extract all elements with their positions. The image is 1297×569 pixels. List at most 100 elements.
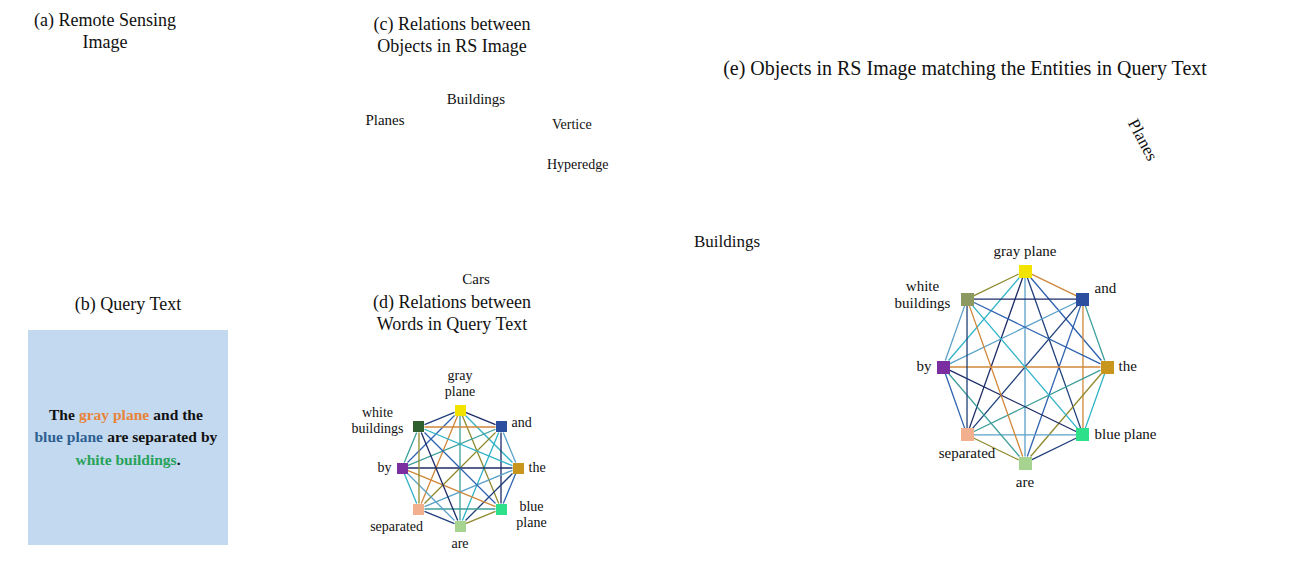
hyperedge-label: Planes bbox=[365, 111, 404, 129]
annotation: Hyperedge bbox=[547, 157, 608, 174]
word-vertex: separated bbox=[413, 504, 424, 515]
relation-edge bbox=[950, 302, 1077, 364]
object-glyph bbox=[500, 232, 510, 248]
word-label: the bbox=[529, 460, 546, 476]
hyperedge-label: Cars bbox=[462, 270, 490, 288]
image-road bbox=[28, 150, 230, 155]
query-sentence: Thegray planeand theblue planeare separa… bbox=[33, 404, 223, 471]
word-vertex: the bbox=[513, 463, 524, 474]
image-building bbox=[140, 73, 182, 105]
image-lot bbox=[188, 70, 228, 106]
word-label: and bbox=[512, 415, 532, 431]
word-vertex: white buildings bbox=[413, 421, 424, 432]
word-label: and bbox=[1094, 280, 1116, 297]
image-plane bbox=[170, 165, 230, 236]
remote-sensing-image bbox=[28, 68, 230, 270]
object-thumbnail bbox=[1149, 359, 1201, 411]
annotation: Vertice bbox=[552, 117, 592, 134]
word-label: gray plane bbox=[440, 368, 480, 400]
region-fill bbox=[990, 102, 1241, 469]
relation-edge bbox=[969, 306, 1022, 457]
hyperedge: Cars bbox=[415, 214, 537, 266]
word-vertex: gray plane bbox=[1019, 265, 1032, 278]
object-glyph bbox=[483, 147, 512, 177]
leader-arrowhead bbox=[539, 127, 548, 134]
object-glyph bbox=[710, 390, 749, 432]
relation-edge bbox=[404, 474, 416, 504]
hyperedge: Buildings bbox=[417, 112, 535, 210]
object-glyph bbox=[717, 284, 748, 319]
word-vertex: by bbox=[397, 463, 408, 474]
word-vertex: the bbox=[1101, 361, 1114, 374]
word-vertex: white buildings bbox=[961, 293, 974, 306]
relation-edge bbox=[424, 429, 512, 465]
object-thumbnail bbox=[430, 127, 464, 161]
building-box bbox=[150, 210, 180, 240]
image-car bbox=[115, 236, 121, 245]
object-thumbnail bbox=[751, 332, 803, 384]
relation-edge bbox=[945, 306, 964, 361]
relation-edge bbox=[1032, 438, 1077, 460]
leader-arrowhead bbox=[537, 166, 545, 172]
word-label: blue plane bbox=[512, 499, 552, 531]
object-thumbnail bbox=[1152, 157, 1208, 213]
hyperedge-region: Buildings bbox=[652, 140, 997, 520]
query-word: blue plane bbox=[34, 426, 102, 448]
hyperedge-ellipse bbox=[355, 135, 416, 260]
panel-caption: (a) Remote Sensing Image bbox=[20, 10, 190, 53]
word-label: white buildings bbox=[346, 405, 408, 437]
object-thumbnail bbox=[432, 223, 466, 257]
relation-edge bbox=[418, 432, 419, 503]
leader-line bbox=[530, 169, 538, 171]
word-vertex: blue plane bbox=[496, 504, 507, 515]
hyperedge: Planes bbox=[353, 133, 417, 261]
image-grass bbox=[28, 160, 73, 270]
panel-caption: (c) Relations between Objects in RS Imag… bbox=[352, 14, 552, 57]
word-label: are bbox=[451, 536, 468, 552]
hyperedge-ellipse bbox=[417, 216, 536, 265]
hyperedge-outline bbox=[417, 112, 535, 210]
hyperedge-label: Buildings bbox=[447, 90, 505, 108]
car-box bbox=[108, 232, 134, 248]
hyperedge-outline bbox=[415, 214, 537, 266]
plane-box bbox=[80, 168, 156, 244]
hyperedge-outline bbox=[353, 133, 417, 261]
flow-arrow bbox=[236, 124, 332, 187]
word-label: are bbox=[1016, 474, 1034, 491]
leader-line bbox=[508, 131, 541, 149]
word-vertex: gray plane bbox=[455, 405, 466, 416]
relation-edge bbox=[973, 306, 1078, 429]
relation-edge bbox=[974, 274, 1019, 296]
word-label: the bbox=[1119, 358, 1137, 375]
word-label: by bbox=[917, 358, 932, 375]
word-vertex: separated bbox=[961, 428, 974, 441]
object-glyph bbox=[1153, 362, 1197, 407]
query-word: The bbox=[49, 404, 75, 426]
plane-box bbox=[178, 163, 229, 239]
flow-arrow bbox=[236, 438, 332, 501]
relation-edge bbox=[503, 474, 515, 504]
query-word: by bbox=[201, 426, 217, 448]
query-text-box: Thegray planeand theblue planeare separa… bbox=[28, 330, 228, 545]
relation-edge bbox=[969, 278, 1022, 429]
object-thumbnail bbox=[367, 151, 403, 187]
word-vertex: and bbox=[1076, 293, 1089, 306]
flow-arrow bbox=[559, 292, 655, 361]
image-apron bbox=[28, 68, 133, 153]
hyperedge-ellipse bbox=[674, 266, 806, 450]
relation-edge bbox=[974, 302, 1101, 364]
panel-caption: (b) Query Text bbox=[28, 294, 228, 316]
object-thumbnail bbox=[367, 207, 403, 243]
relation-edge bbox=[424, 412, 454, 424]
relation-edge bbox=[424, 511, 454, 523]
relation-edge bbox=[466, 412, 496, 424]
word-label: separated bbox=[370, 519, 423, 535]
object-thumbnail bbox=[440, 171, 474, 205]
hyperedge-region-shape bbox=[652, 140, 997, 520]
word-vertex: by bbox=[937, 361, 950, 374]
relation-edge bbox=[1027, 278, 1080, 429]
word-vertex: are bbox=[1019, 457, 1032, 470]
query-word: white buildings bbox=[75, 449, 176, 471]
panel-caption: (e) Objects in RS Image matching the Ent… bbox=[640, 56, 1290, 80]
